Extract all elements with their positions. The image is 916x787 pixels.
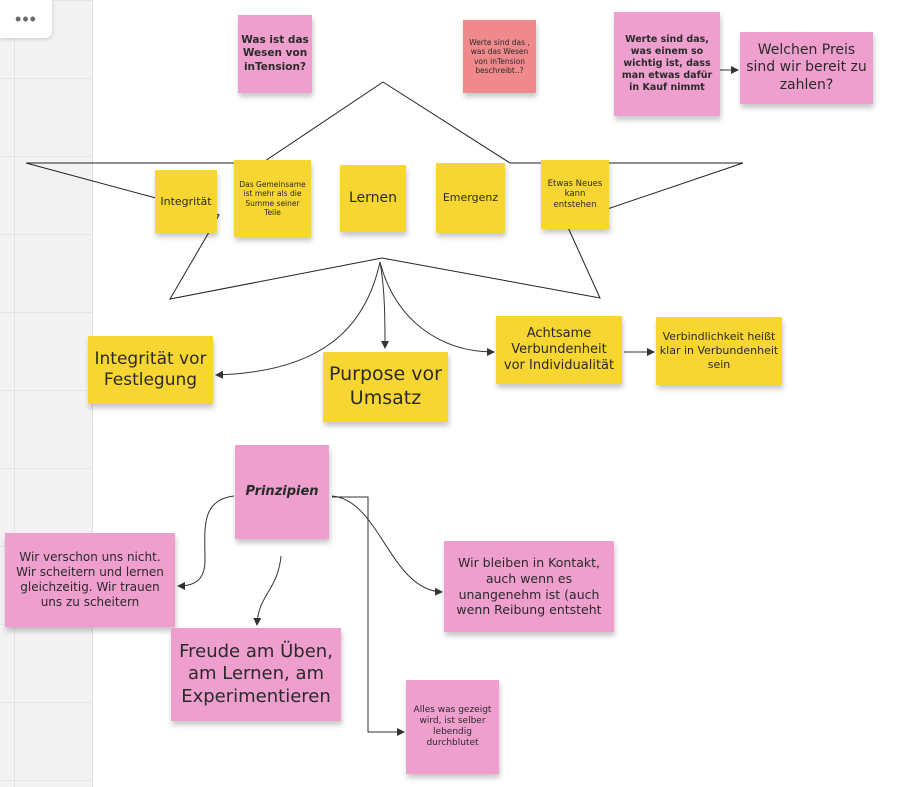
connector-prinzipien-to-kontakt[interactable] (331, 495, 443, 596)
connector-prinzipien-to-verschonen[interactable] (177, 495, 235, 590)
sticky-note-gemeinsame[interactable]: Das Gemeinsame ist mehr als die Summe se… (234, 160, 311, 237)
sticky-note-freude[interactable]: Freude am Üben, am Lernen, am Experiment… (171, 628, 341, 721)
sticky-note-emergenz[interactable]: Emergenz (436, 163, 505, 233)
connector-prinzipien-to-alles[interactable] (332, 496, 405, 736)
left-side-panel (0, 0, 93, 787)
sticky-note-integritaet[interactable]: Integrität (155, 170, 217, 233)
connector-star-to-achtsame[interactable] (379, 261, 495, 356)
sticky-note-wesen[interactable]: Was ist das Wesen von inTension? (238, 15, 312, 93)
sticky-note-achtsame[interactable]: Achtsame Verbundenheit vor Individualitä… (496, 316, 622, 384)
sticky-note-lernen[interactable]: Lernen (340, 165, 406, 232)
sticky-note-prinzipien[interactable]: Prinzipien (235, 445, 329, 539)
more-options-button[interactable]: ••• (0, 0, 52, 38)
star-shape[interactable] (25, 81, 744, 300)
connector-star-to-integritaet-festlegung[interactable] (215, 261, 381, 379)
sticky-note-alles-was[interactable]: Alles was gezeigt wird, ist selber leben… (406, 680, 499, 774)
sticky-note-preis[interactable]: Welchen Preis sind wir bereit zu zahlen? (740, 32, 873, 104)
sticky-note-werte-wichtig[interactable]: Werte sind das, was einem so wichtig ist… (614, 12, 720, 116)
sticky-note-etwas-neues[interactable]: Etwas Neues kann entstehen (541, 160, 609, 229)
sticky-note-werte-beschreibt[interactable]: Werte sind das , was das Wesen von inTen… (463, 20, 536, 93)
sticky-note-purpose[interactable]: Purpose vor Umsatz (323, 352, 448, 422)
connector-prinzipien-to-freude[interactable] (253, 555, 282, 626)
sticky-note-kontakt[interactable]: Wir bleiben in Kontakt, auch wenn es una… (444, 541, 614, 632)
sticky-note-verbindlichkeit[interactable]: Verbindlichkeit heißt klar in Verbundenh… (656, 317, 782, 385)
more-icon: ••• (15, 8, 37, 29)
sticky-note-integritaet-vor-festlegung[interactable]: Integrität vor Festlegung (88, 336, 213, 404)
sticky-note-verschonen[interactable]: Wir verschon uns nicht. Wir scheitern un… (5, 533, 175, 627)
connector-star-to-purpose[interactable] (379, 261, 389, 349)
